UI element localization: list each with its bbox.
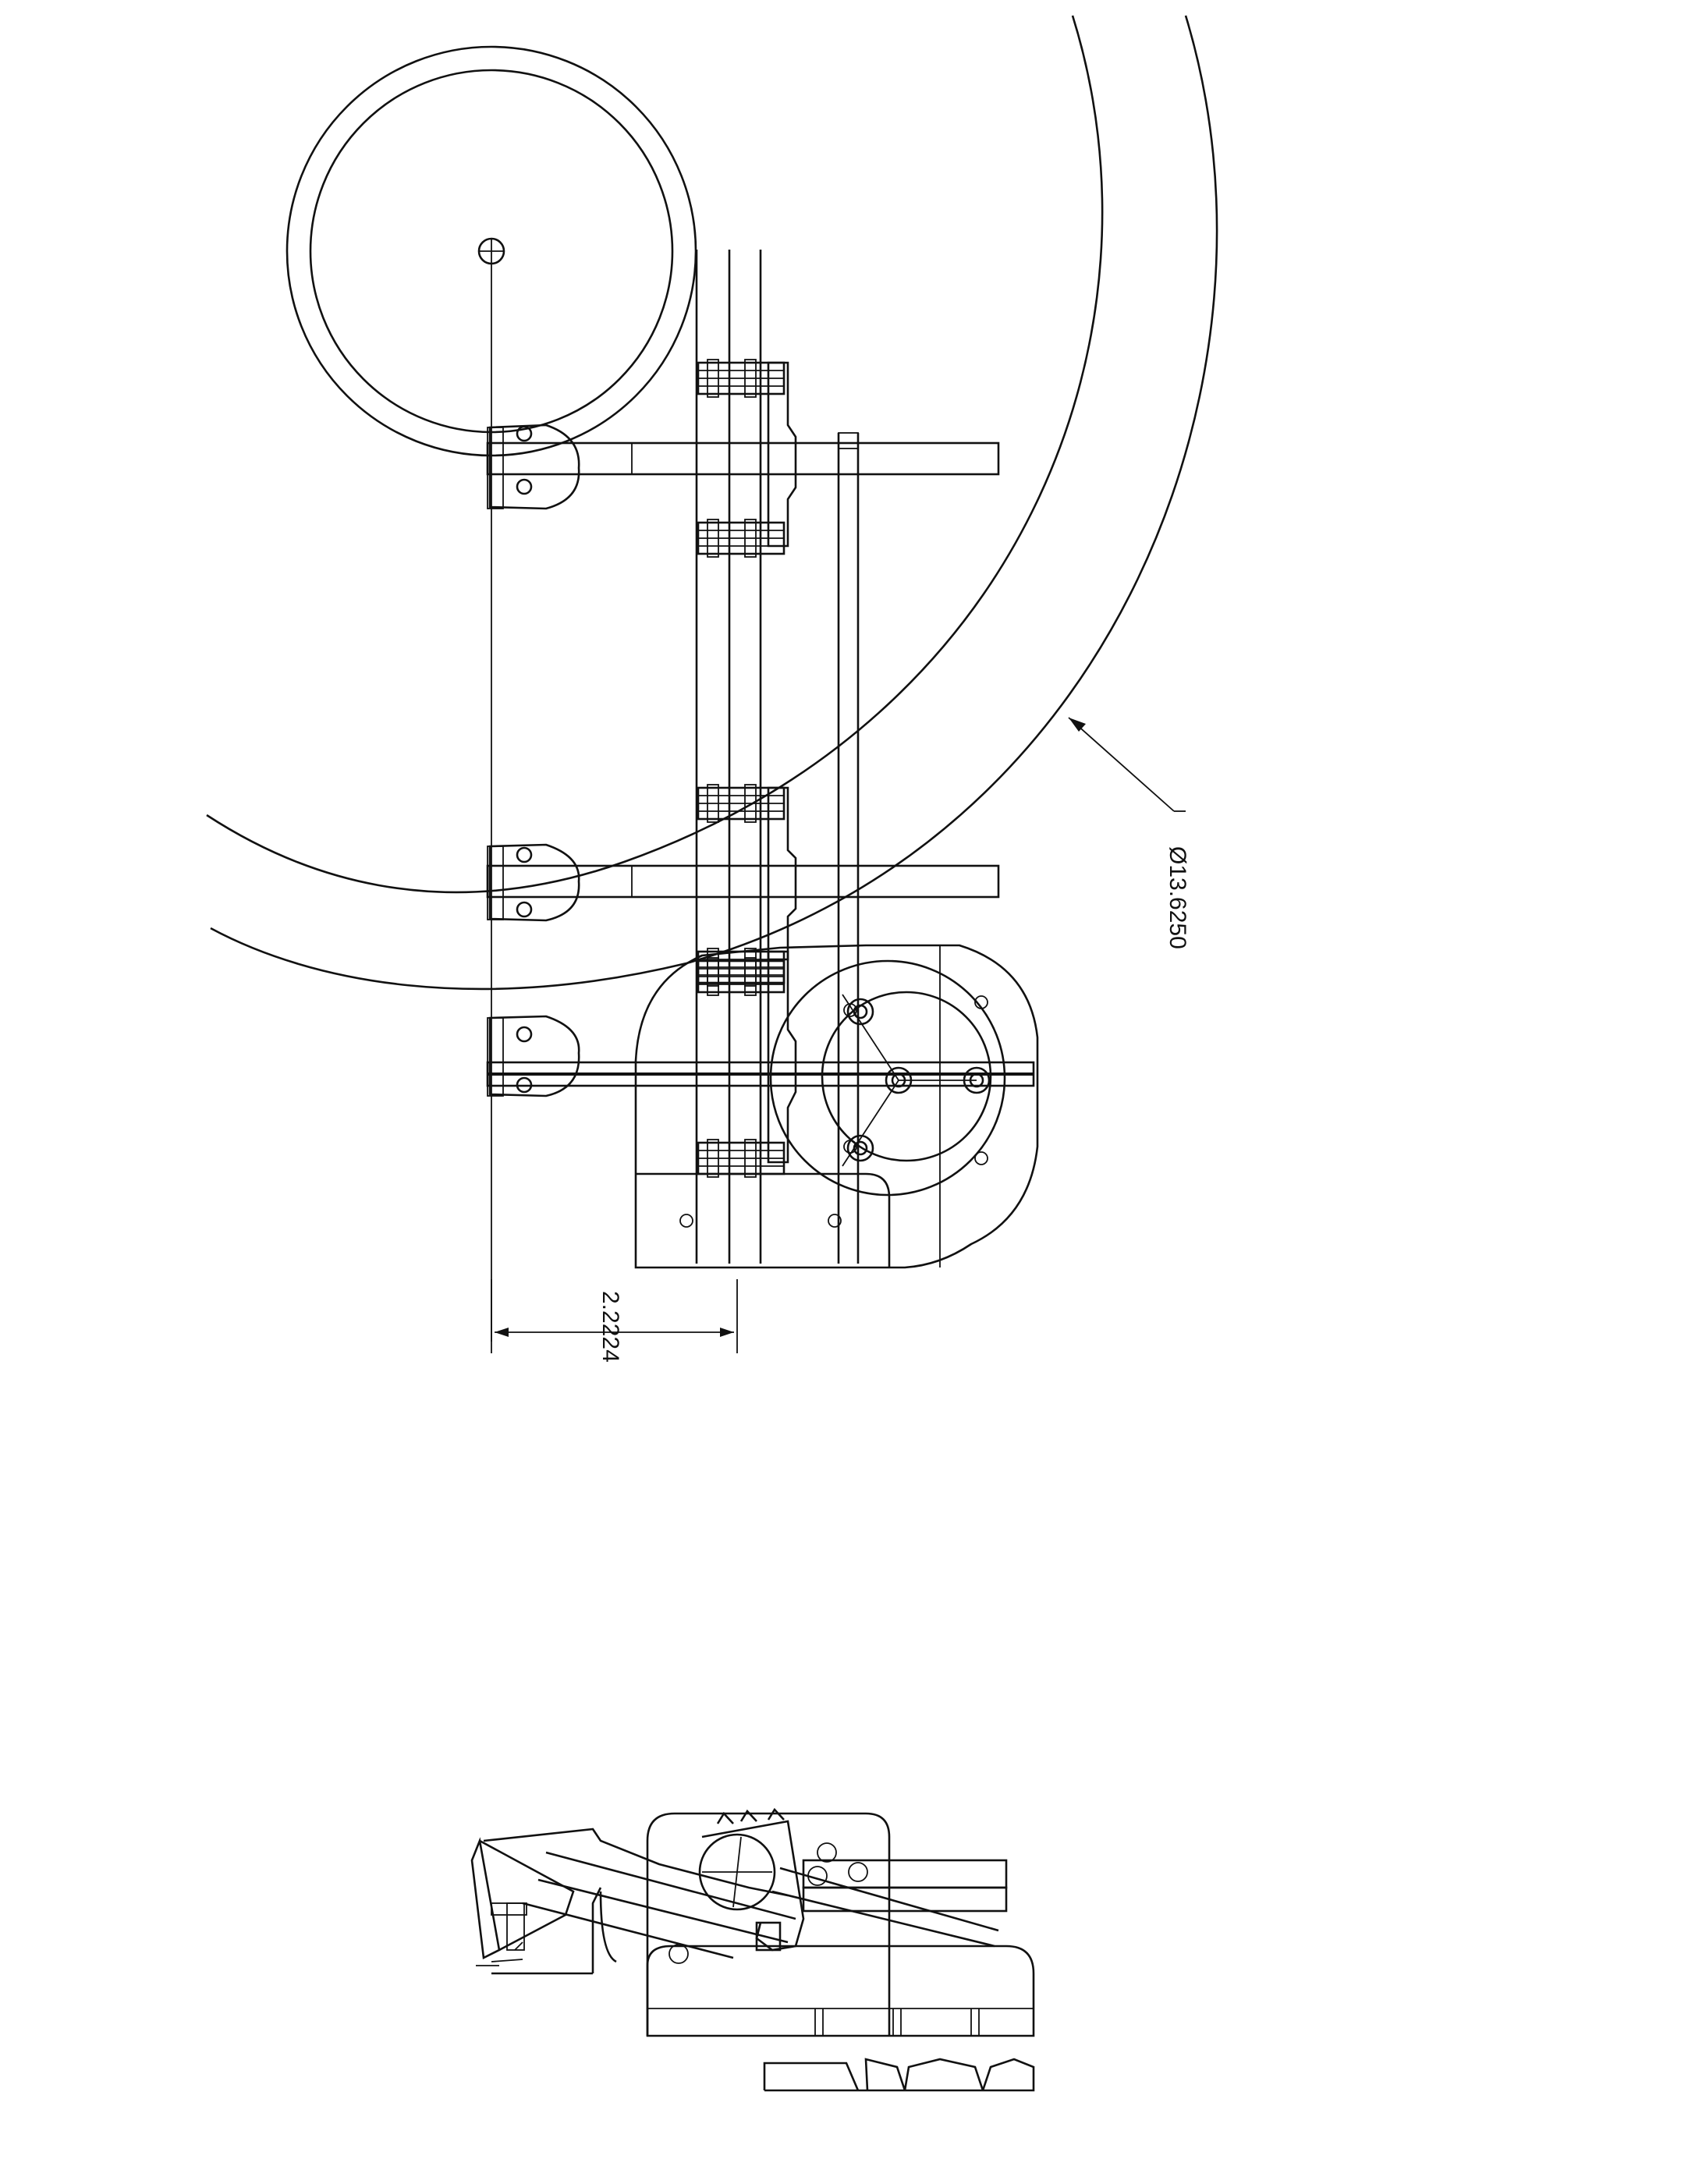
motor-housing bbox=[634, 944, 1039, 1269]
arm-3 bbox=[486, 1015, 1035, 1097]
side-view bbox=[470, 1807, 1035, 2092]
dimension-offset: 2.2224 bbox=[491, 1279, 738, 1363]
bolt-cluster bbox=[697, 359, 785, 398]
bolt-cluster bbox=[697, 1139, 785, 1178]
diameter-arcs bbox=[206, 15, 1218, 991]
dimension-diameter: Ø13.6250 bbox=[1068, 717, 1190, 949]
arm-2 bbox=[486, 843, 1000, 922]
bracket-plates bbox=[767, 361, 797, 1164]
arm-1 bbox=[486, 424, 1000, 510]
top-view bbox=[206, 15, 1218, 1342]
bolt-cluster bbox=[697, 957, 785, 996]
diameter-label: Ø13.6250 bbox=[1165, 846, 1190, 949]
reel-center-mark bbox=[477, 237, 505, 265]
bolt-cluster bbox=[697, 784, 785, 823]
offset-label: 2.2224 bbox=[598, 1291, 623, 1363]
rails bbox=[695, 250, 860, 1264]
bolt-cluster bbox=[697, 519, 785, 558]
bolt-clusters bbox=[697, 359, 785, 1178]
